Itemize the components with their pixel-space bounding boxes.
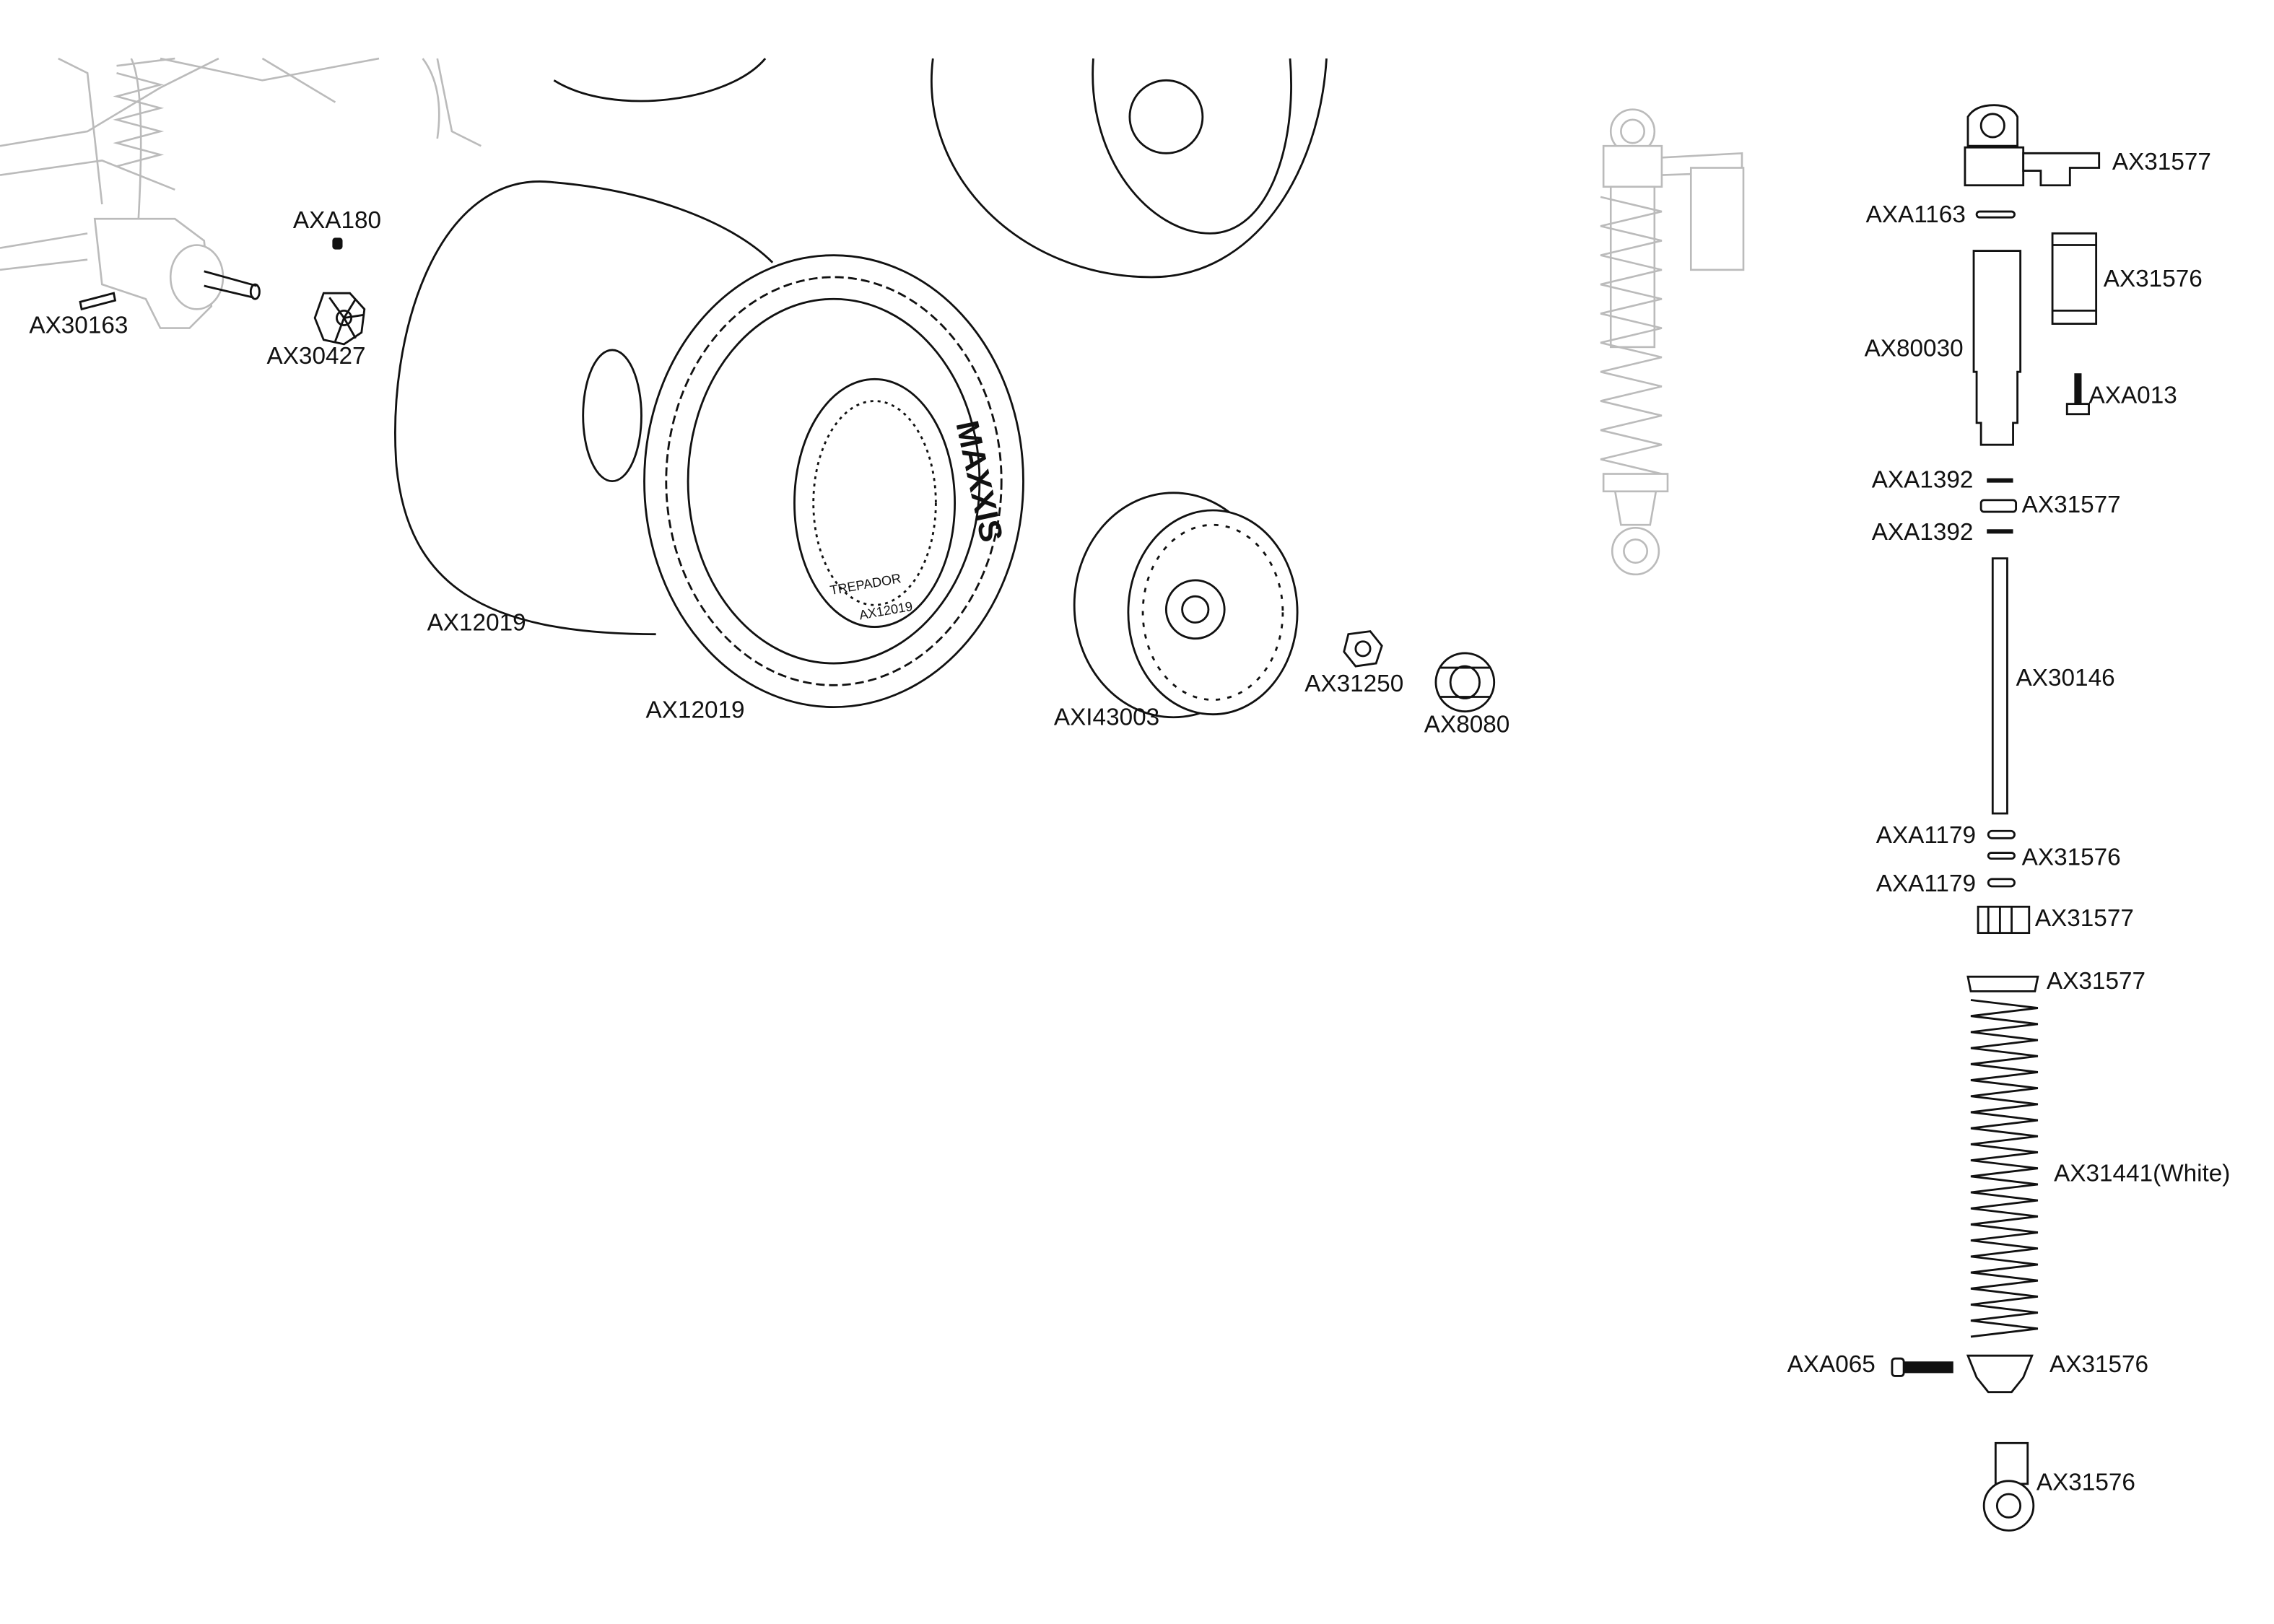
part-label: AX31250 bbox=[1304, 671, 1403, 697]
part-label: AXA1392 bbox=[1872, 466, 1974, 493]
part-screw-icon bbox=[2065, 403, 2090, 416]
shock-exploded-parts bbox=[1891, 104, 2101, 1532]
shock-assembly-context-icon bbox=[1600, 108, 1745, 576]
part-label: AX31577 bbox=[2035, 905, 2134, 932]
part-spring-cup-icon bbox=[1966, 975, 2039, 992]
part-wheel-icon bbox=[1073, 492, 1299, 719]
part-hub-nut-icon bbox=[1434, 652, 1496, 713]
part-label: AX31577 bbox=[2047, 968, 2146, 995]
part-bolt-icon bbox=[1891, 1357, 1953, 1377]
part-labels: AXA180 AX30163 AX30427 AX12019 AX12019 A… bbox=[29, 149, 2230, 1496]
part-piston-icon bbox=[1977, 905, 2031, 935]
part-label: AX80030 bbox=[1865, 336, 1964, 362]
part-label: AX31576 bbox=[2036, 1470, 2135, 1496]
part-nut-icon bbox=[1343, 630, 1383, 668]
part-label: AX12019 bbox=[646, 697, 745, 723]
part-label: AX30163 bbox=[29, 312, 128, 339]
spring-context-icon bbox=[113, 71, 165, 167]
part-label: AXA1179 bbox=[1876, 870, 1976, 897]
part-label: AX31576 bbox=[2104, 266, 2203, 292]
part-shock-shaft-icon bbox=[1991, 557, 2008, 815]
part-label: AXI43003 bbox=[1054, 704, 1159, 731]
part-label: AX31441(White) bbox=[2054, 1161, 2230, 1187]
part-reservoir-icon bbox=[2051, 232, 2098, 325]
part-label: AX12019 bbox=[427, 609, 526, 636]
part-spring-icon bbox=[1970, 999, 2039, 1338]
part-shock-cap-icon bbox=[1966, 104, 2019, 147]
part-tire-foam-icon bbox=[394, 180, 774, 636]
part-tire-icon: MAXXIS TREPADOR AX12019 bbox=[643, 254, 1024, 709]
part-label: AX8080 bbox=[1424, 712, 1510, 738]
part-rod-end-icon bbox=[1982, 1441, 2035, 1532]
part-label: AX30146 bbox=[2016, 665, 2115, 691]
part-pin-icon bbox=[79, 292, 117, 311]
part-oring-icon bbox=[1975, 210, 2016, 219]
part-label: AXA180 bbox=[293, 207, 381, 234]
part-label: AXA1163 bbox=[1866, 201, 1966, 228]
part-label: AX31576 bbox=[2049, 1351, 2148, 1378]
part-wheel-hex-icon bbox=[313, 292, 366, 346]
part-label: AX31577 bbox=[2022, 492, 2121, 518]
part-label: AX31577 bbox=[2112, 149, 2211, 175]
suspension-context-drawing bbox=[0, 57, 482, 329]
part-label: AX31576 bbox=[2022, 844, 2121, 870]
part-shock-body-icon bbox=[1972, 250, 2022, 446]
part-label: AX30427 bbox=[267, 343, 366, 370]
tire-context-top-icon bbox=[553, 58, 1328, 279]
part-set-screw-icon bbox=[332, 237, 343, 250]
part-label: AXA1392 bbox=[1872, 519, 1974, 546]
part-label: AXA013 bbox=[2089, 382, 2177, 409]
part-label: AXA1179 bbox=[1876, 822, 1976, 849]
part-lower-cup-icon bbox=[1966, 1354, 2034, 1394]
part-label: AXA065 bbox=[1787, 1351, 1876, 1378]
